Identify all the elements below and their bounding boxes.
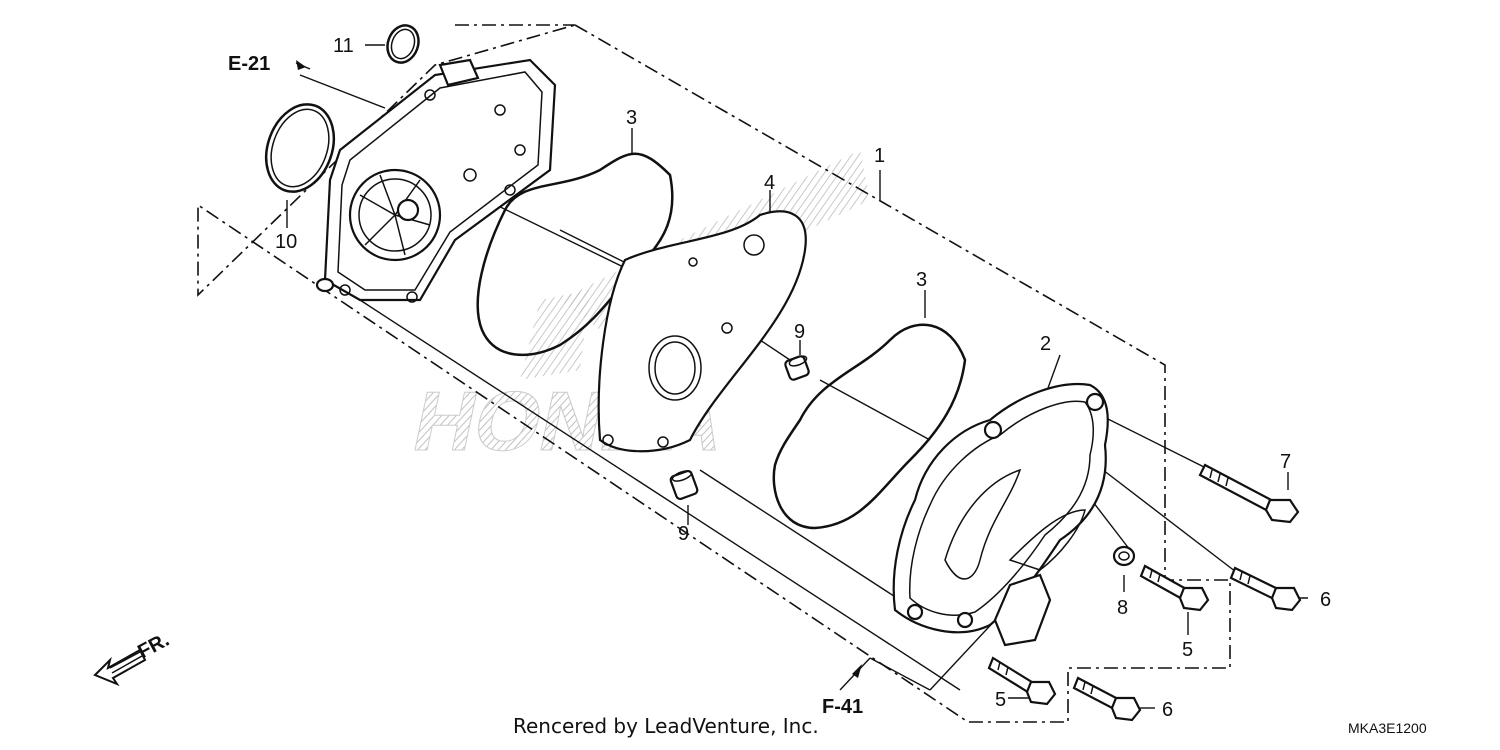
callout-10: 10	[275, 231, 297, 253]
callout-9-upper: 9	[794, 321, 805, 343]
gasket-right	[772, 323, 967, 530]
callout-5-upper: 5	[1182, 639, 1193, 661]
callout-7: 7	[1280, 451, 1291, 473]
callout-6-upper: 6	[1320, 589, 1331, 611]
callout-2: 2	[1040, 333, 1051, 355]
e21-reference: E-21	[228, 53, 311, 75]
bolt-5-lower	[987, 656, 1057, 706]
assembly-boundary	[197, 24, 1231, 723]
callout-11: 11	[333, 35, 354, 57]
pump-cover	[892, 383, 1109, 647]
diagram-code: MKA3E1200	[1348, 720, 1427, 736]
front-direction-arrow: FR.	[93, 629, 173, 687]
bolt-7	[1198, 463, 1300, 524]
water-pump-body	[315, 58, 557, 303]
f41-label: F-41	[822, 696, 863, 718]
callout-4: 4	[764, 172, 775, 194]
callout-1: 1	[874, 145, 885, 167]
callout-8: 8	[1117, 597, 1128, 619]
separator-plate	[597, 210, 807, 453]
dowel-pin-upper	[784, 355, 810, 381]
callout-3-right: 3	[916, 269, 927, 291]
f41-reference: F-41	[822, 664, 863, 718]
o-ring-large	[264, 103, 336, 193]
bolt-6-lower	[1072, 676, 1142, 722]
footer-credit: Rencered by LeadVenture, Inc.	[513, 714, 819, 738]
callout-3-left: 3	[626, 107, 637, 129]
callout-5-lower: 5	[995, 689, 1006, 711]
sealing-washer	[1112, 545, 1136, 567]
bolt-6-upper	[1229, 566, 1302, 612]
dowel-pin-lower	[669, 469, 699, 501]
callouts: 1 2 3 3 4 5 5 6 6 7 8 9 9 10 11	[275, 35, 1331, 721]
bolt-5-upper	[1139, 564, 1210, 612]
callout-6-lower: 6	[1162, 699, 1173, 721]
callout-9-lower: 9	[678, 523, 689, 545]
o-ring-small	[386, 24, 420, 64]
e21-label: E-21	[228, 53, 270, 75]
